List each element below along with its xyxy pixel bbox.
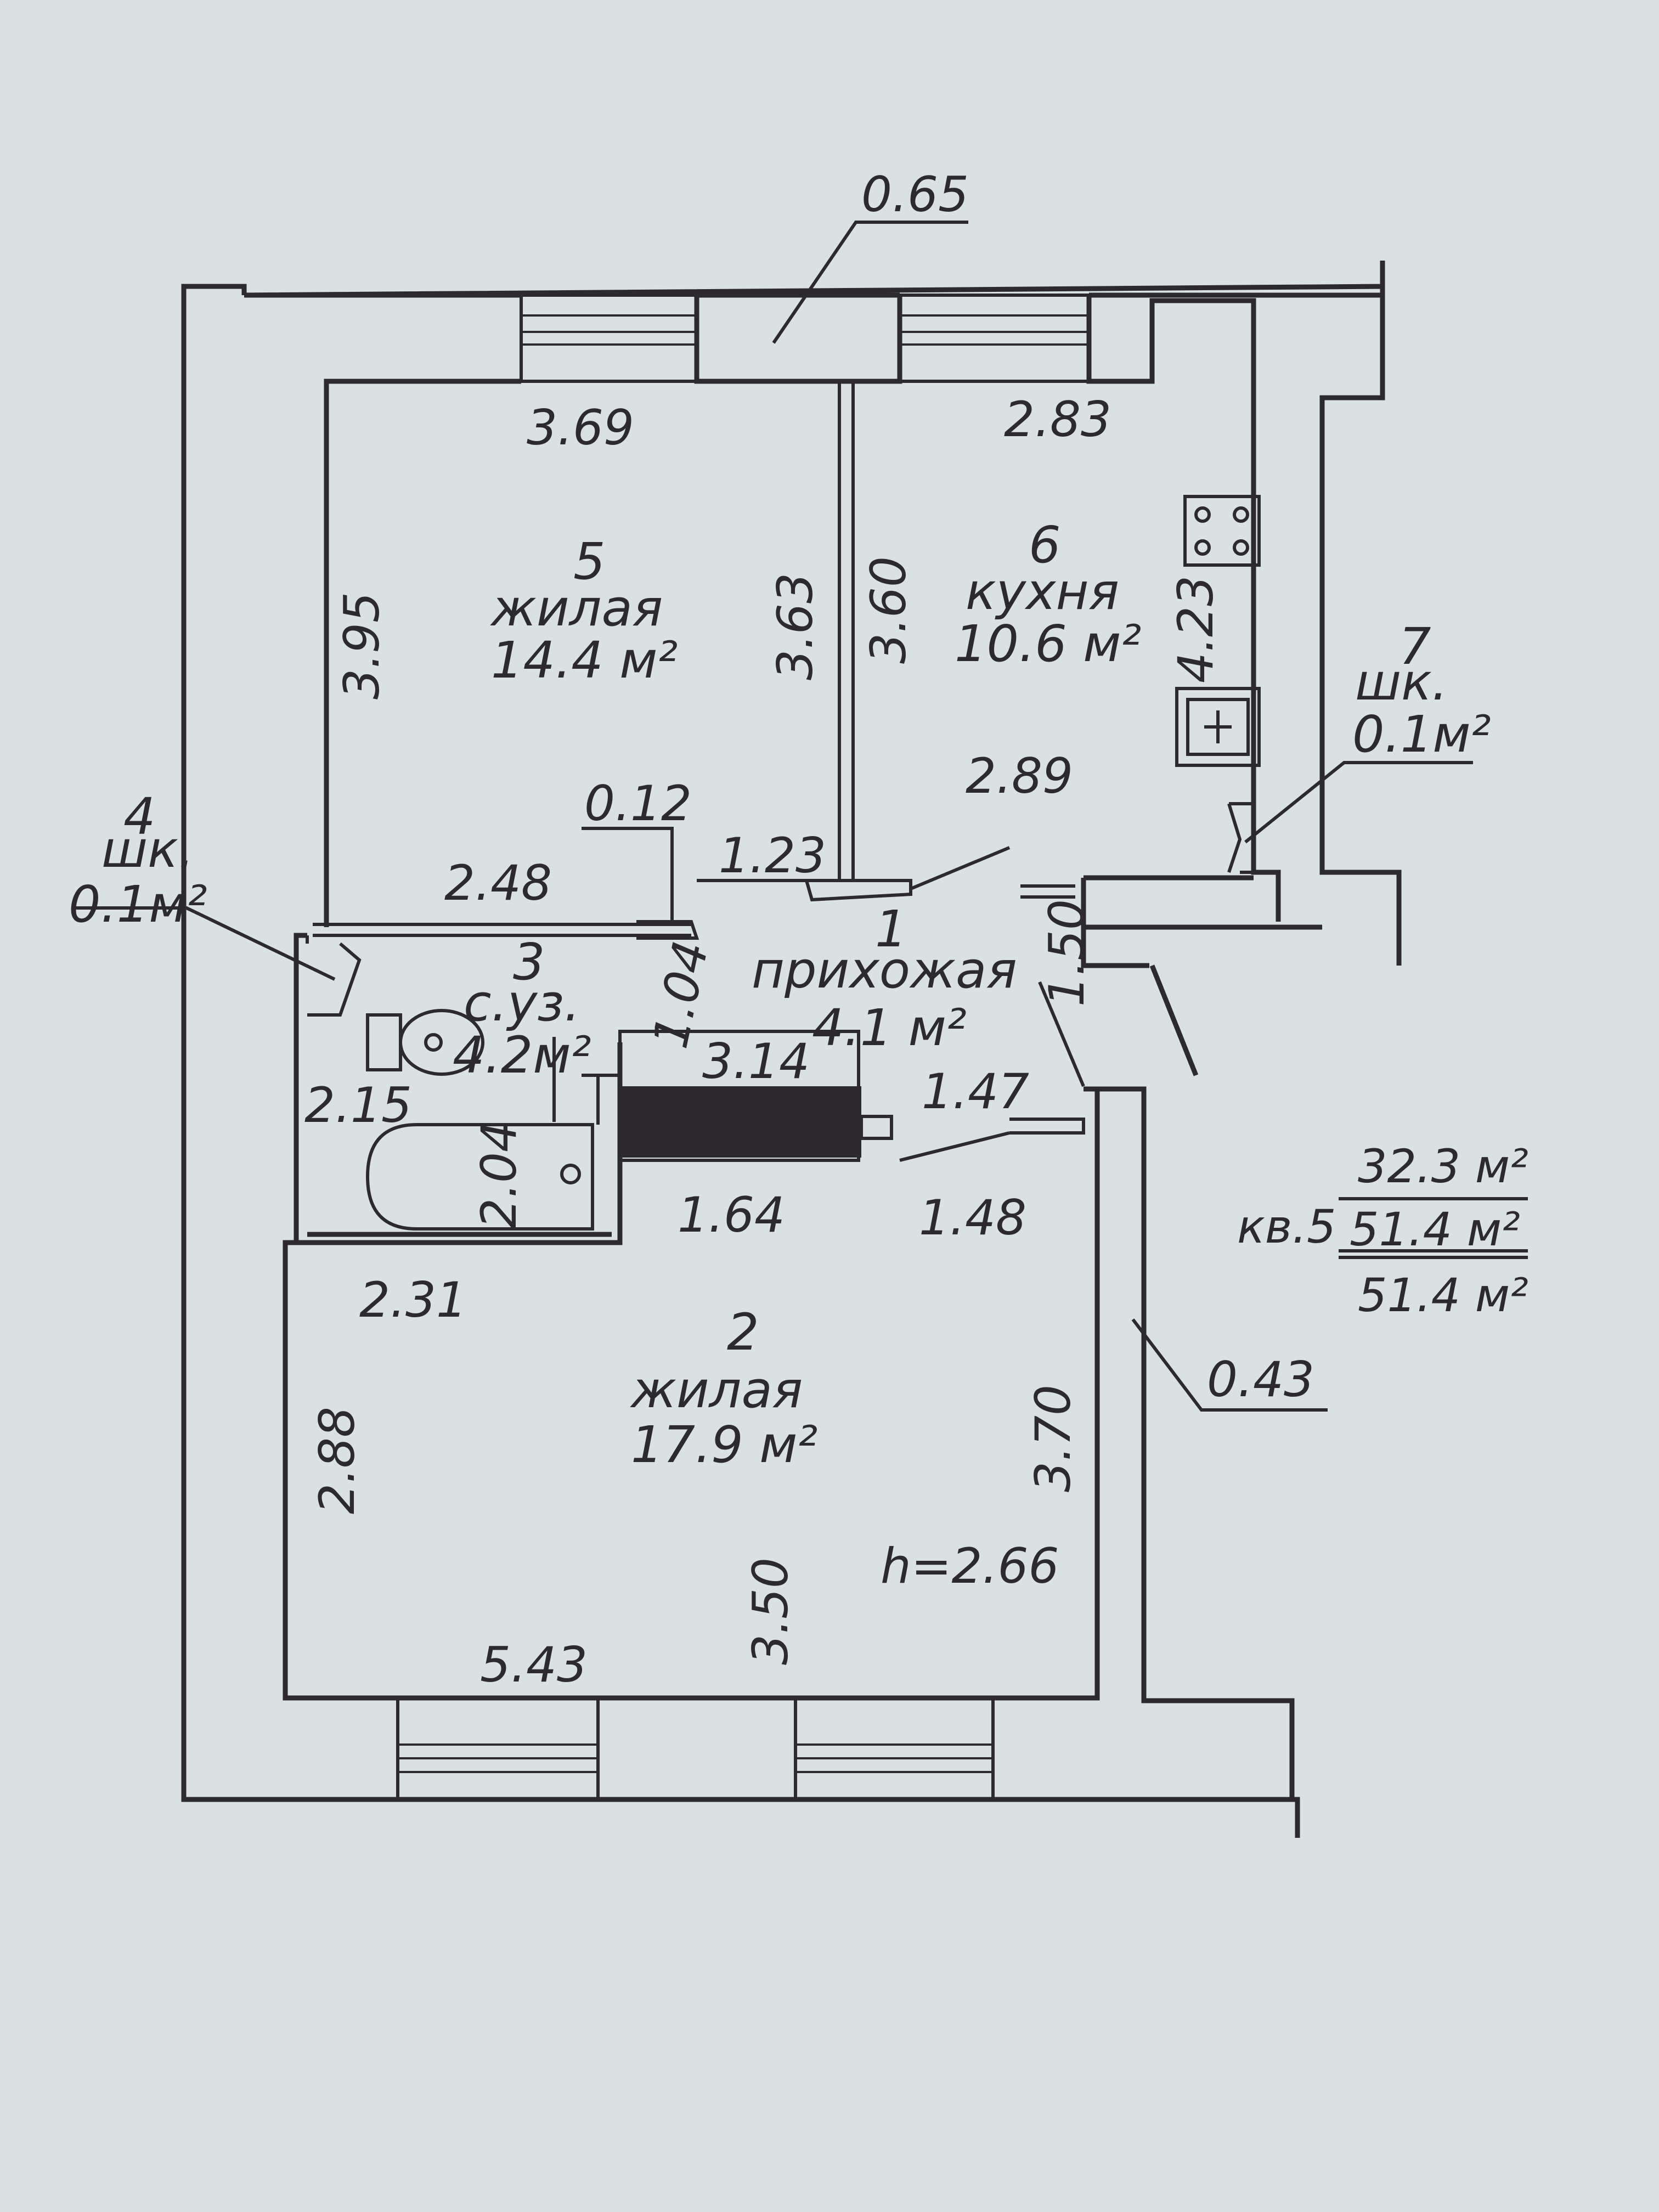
bathtub-icon — [365, 1123, 594, 1231]
room2-number: 2 — [727, 1303, 759, 1362]
room7-number: 7 — [1399, 617, 1431, 676]
shaft-hatch — [860, 1115, 893, 1140]
room1-number: 1 — [875, 900, 907, 958]
leader-043 — [1131, 1318, 1328, 1412]
dim-room5-bottom: 2.48 — [444, 855, 552, 911]
sink-icon — [1175, 687, 1261, 767]
apartment-summary: кв.5 32.3 м² 51.4 м² 51.4 м² — [1237, 1139, 1528, 1322]
window-bottom-right — [794, 1696, 995, 1801]
hall-doorstep — [1009, 1118, 1085, 1135]
dim-kitchen-left: 3.60 — [860, 556, 917, 664]
room4-area: 0.1м² — [69, 875, 207, 934]
room4-number: 4 — [123, 787, 156, 846]
dim-wall-pier: 0.65 — [861, 166, 969, 223]
dim-bath-204: 2.04 — [471, 1121, 527, 1229]
ventilation-shaft — [620, 1086, 861, 1158]
room6-label: 6 кухня 10.6 м² — [955, 516, 1141, 673]
toilet-icon — [366, 1009, 484, 1076]
room7-label: 7 шк. 0.1м² — [1352, 617, 1491, 764]
leader-065 — [772, 221, 968, 344]
apartment-label: кв.5 — [1237, 1200, 1336, 1254]
room2-name: жилая — [630, 1361, 803, 1419]
dim-hall-123: 1.23 — [719, 827, 826, 884]
entrance-door — [1020, 884, 1085, 1087]
stair-wall — [1081, 878, 1199, 1076]
dim-kitchen-top: 2.83 — [1004, 391, 1111, 448]
room6-name: кухня — [966, 562, 1119, 621]
room3-name: с.уз. — [464, 974, 580, 1032]
kitchen-closet — [1227, 802, 1254, 874]
stove-icon — [1183, 495, 1261, 567]
dim-bath-314: 3.14 — [702, 1033, 810, 1090]
room3-area: 4.2м² — [453, 1026, 591, 1085]
room1-label: 1 прихожая 4.1 м² — [752, 900, 1017, 1057]
room3-number: 3 — [513, 933, 545, 991]
leader-room7 — [1244, 761, 1473, 844]
bathroom-partition — [618, 1030, 860, 1162]
room4-name: шк. — [101, 820, 194, 879]
dim-hall-150: 1.50 — [1039, 899, 1095, 1007]
dim-kitchen-right: 4.23 — [1167, 575, 1224, 683]
window-top-room5 — [520, 294, 698, 383]
dim-room2-top: 2.31 — [359, 1272, 467, 1328]
door-kitchen — [910, 846, 1011, 890]
dim-hall-148: 1.48 — [919, 1189, 1026, 1246]
dim-room2-bottom: 5.43 — [480, 1637, 588, 1693]
room1-area: 4.1 м² — [812, 998, 967, 1057]
dim-hall-164: 1.64 — [678, 1187, 785, 1243]
room5-name: жилая — [490, 579, 663, 637]
room5-number: 5 — [573, 532, 606, 591]
summary-lines — [1339, 1197, 1528, 1259]
room5-label: 5 жилая 14.4 м² — [490, 532, 678, 690]
room3-label: 3 с.уз. 4.2м² — [453, 933, 591, 1085]
bath-closet-niche — [306, 935, 362, 1017]
dim-partition-012: 0.12 — [584, 775, 692, 832]
kitchen-closet-wall — [1084, 875, 1322, 930]
door-room2 — [899, 1131, 1010, 1162]
room2-area: 17.9 м² — [631, 1415, 817, 1474]
room2-label: 2 жилая 17.9 м² — [630, 1303, 817, 1474]
door-room5 — [636, 920, 699, 940]
leader-room4 — [71, 906, 336, 981]
ceiling-height: h=2.66 — [881, 1538, 1059, 1594]
dim-room2-right: 3.70 — [1025, 1385, 1081, 1492]
dim-room5-left: 3.95 — [334, 592, 390, 699]
dim-hall-147: 1.47 — [922, 1063, 1029, 1120]
window-bottom-left — [396, 1696, 600, 1801]
room1-name: прихожая — [752, 941, 1017, 1000]
outer-wall-right-upper — [1319, 261, 1402, 966]
room6-area: 10.6 м² — [955, 614, 1141, 673]
total-area: 51.4 м² — [1350, 1203, 1520, 1256]
window-top-kitchen — [898, 294, 1091, 383]
inner-wall-kitchen-top — [1086, 295, 1281, 922]
outer-wall-left — [181, 284, 1300, 1838]
dim-room5-top: 3.69 — [527, 399, 634, 456]
room6-number: 6 — [1029, 516, 1061, 574]
living-area: 32.3 м² — [1358, 1139, 1528, 1193]
dim-wall-043: 0.43 — [1207, 1351, 1314, 1408]
dim-room2-inner: 3.50 — [742, 1558, 799, 1665]
dim-room2-left: 2.88 — [309, 1407, 365, 1514]
dim-bath-215: 2.15 — [304, 1077, 412, 1133]
outer-wall-top — [244, 261, 1385, 298]
partition-room5-kitchen — [838, 381, 855, 881]
bathroom-door — [552, 1037, 620, 1125]
kitchen-doorstep — [804, 879, 912, 902]
room7-area: 0.1м² — [1352, 705, 1491, 764]
leader-012 — [582, 827, 674, 922]
room4-label: 4 шк. 0.1м² — [69, 787, 207, 934]
room7-name: шк. — [1355, 653, 1448, 712]
dim-room5-right: 3.63 — [767, 573, 823, 680]
room5-area: 14.4 м² — [491, 631, 678, 690]
total-area-2: 51.4 м² — [1358, 1268, 1528, 1322]
partition-room5-bottom — [313, 923, 691, 937]
dim-kitchen-bottom: 2.89 — [966, 748, 1073, 804]
inner-wall-room5 — [324, 379, 521, 927]
